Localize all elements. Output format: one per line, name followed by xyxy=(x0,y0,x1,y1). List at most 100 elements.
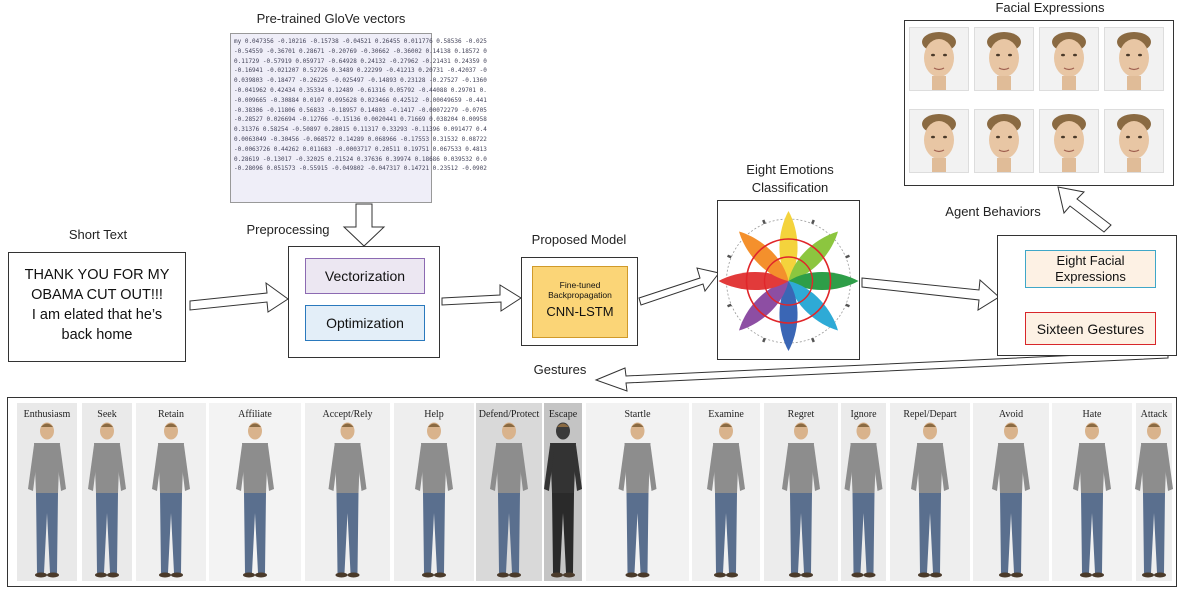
glove-vector-line: -0.28096 0.051573 -0.55915 -0.049802 -0.… xyxy=(234,165,487,173)
eight-facial-expressions-box: Eight Facial Expressions xyxy=(1025,250,1156,288)
character-figure xyxy=(1135,422,1173,578)
gesture-label: Hate xyxy=(1082,409,1102,420)
gesture-panel: Help xyxy=(394,403,474,581)
gesture-panel: Ignore xyxy=(841,403,886,581)
character-figure xyxy=(911,422,949,578)
arrow-text-to-preprocessing xyxy=(189,281,289,313)
ffe-line1: Eight Facial xyxy=(1056,253,1125,268)
gesture-label: Attack xyxy=(1140,409,1168,420)
gesture-panel: Seek xyxy=(82,403,132,581)
character-figure xyxy=(88,422,126,578)
face-thumbnail xyxy=(974,109,1034,173)
glove-vector-line: -0.54559 -0.36701 0.28671 -0.20769 -0.30… xyxy=(234,47,487,55)
character-figure xyxy=(152,422,190,578)
glove-vector-line: -0.38306 -0.11806 0.56833 -0.18957 0.148… xyxy=(234,106,487,114)
gesture-panel: Examine xyxy=(692,403,760,581)
arrow-model-to-emotions xyxy=(638,267,720,306)
gesture-panel: Repel/Depart xyxy=(890,403,970,581)
glove-vector-line: -0.16941 -0.021207 0.52726 0.3489 0.2229… xyxy=(234,67,487,75)
gesture-panel: Defend/Protect xyxy=(476,403,542,581)
gestures-strip: Enthusiasm Seek Retain Affiliate Accept/Rely… xyxy=(7,397,1177,587)
gesture-label: Escape xyxy=(548,409,578,420)
character-figure xyxy=(618,422,657,578)
gesture-label: Seek xyxy=(97,409,117,420)
gesture-label: Defend/Protect xyxy=(478,409,540,420)
wheel-petals xyxy=(718,211,859,351)
gesture-label: Ignore xyxy=(850,409,877,420)
character-figure xyxy=(1073,422,1111,578)
gesture-panel: Avoid xyxy=(973,403,1049,581)
vectorization-step: Vectorization xyxy=(305,258,425,294)
preprocessing-label: Preprocessing xyxy=(246,222,330,237)
gesture-label: Affiliate xyxy=(238,409,272,420)
short-text-box: THANK YOU FOR MY OBAMA CUT OUT!!! I am e… xyxy=(8,252,186,362)
character-figure xyxy=(992,422,1030,578)
character-figure xyxy=(782,422,820,578)
short-text-label: Short Text xyxy=(68,227,128,242)
gesture-label: Help xyxy=(424,409,444,420)
model-box: Fine-tuned Backpropagation CNN-LSTM xyxy=(521,257,638,346)
proposed-model-label: Proposed Model xyxy=(531,232,627,247)
glove-vector-line: 0.28619 -0.13017 -0.32025 0.21524 0.3763… xyxy=(234,155,487,163)
gesture-panel: Attack xyxy=(1135,403,1173,581)
gesture-panel: Retain xyxy=(136,403,206,581)
face-thumbnail xyxy=(909,27,969,91)
glove-vector-line: 0.039803 -0.18477 -0.26225 -0.025497 -0.… xyxy=(234,77,487,85)
model-name: CNN-LSTM xyxy=(546,304,614,319)
arrow-preprocessing-to-model xyxy=(441,284,522,312)
short-text-line: OBAMA CUT OUT!!! xyxy=(31,287,163,303)
character-figure xyxy=(415,422,453,578)
glove-vector-line: my 0.047356 -0.10216 -0.15738 -0.04521 0… xyxy=(234,38,487,45)
gesture-panel: Escape xyxy=(544,403,582,581)
facial-expressions-box xyxy=(904,20,1174,186)
character-figure xyxy=(544,422,582,578)
character-figure xyxy=(328,422,367,578)
face-thumbnail xyxy=(1039,109,1099,173)
glove-vector-line: 0.11729 -0.57919 0.059717 -0.64928 0.241… xyxy=(234,57,487,65)
emotion-wheel xyxy=(718,211,859,351)
glove-title: Pre-trained GloVe vectors xyxy=(256,11,406,26)
gesture-panel: Regret xyxy=(764,403,838,581)
glove-vector-panel: my 0.047356 -0.10216 -0.15738 -0.04521 0… xyxy=(230,33,487,203)
model-inner: Fine-tuned Backpropagation CNN-LSTM xyxy=(532,266,628,338)
gesture-label: Repel/Depart xyxy=(903,409,957,420)
face-thumbnail xyxy=(1104,109,1164,173)
arrow-agent-to-face xyxy=(1057,186,1112,233)
character-figure xyxy=(28,422,66,578)
gesture-panel: Startle xyxy=(586,403,689,581)
optimization-step: Optimization xyxy=(305,305,425,341)
agent-behaviors-label: Agent Behaviors xyxy=(928,204,1058,219)
ffe-line2: Expressions xyxy=(1055,269,1126,284)
arrow-glove-to-preprocessing xyxy=(342,203,386,247)
gesture-panel: Enthusiasm xyxy=(17,403,77,581)
arrow-agent-to-gestures xyxy=(594,350,1169,392)
face-thumbnail xyxy=(1104,27,1164,91)
gesture-label: Examine xyxy=(708,409,744,420)
short-text-line: back home xyxy=(61,327,133,343)
short-text-line: I am elated that he’s xyxy=(31,307,163,323)
gesture-label: Startle xyxy=(624,409,651,420)
glove-vector-line: 0.31376 0.58254 -0.50897 0.28015 0.11317… xyxy=(234,126,487,134)
face-thumbnail xyxy=(974,27,1034,91)
gesture-panel: Hate xyxy=(1052,403,1132,581)
emotions-label-line1: Eight Emotions xyxy=(746,162,834,177)
gesture-panel: Accept/Rely xyxy=(305,403,390,581)
glove-vector-line: -0.041962 0.42434 0.35334 0.12489 -0.613… xyxy=(234,86,487,94)
character-figure xyxy=(707,422,745,578)
agent-behaviors-box: Eight Facial Expressions Sixteen Gesture… xyxy=(997,235,1177,356)
emotion-wheel-box xyxy=(717,200,860,360)
gesture-label: Accept/Rely xyxy=(322,409,373,420)
preprocessing-box: Vectorization Optimization xyxy=(288,246,440,358)
gesture-panel: Affiliate xyxy=(209,403,301,581)
character-figure xyxy=(490,422,528,578)
glove-vector-line: -0.0063726 0.44262 0.011683 -0.0003717 0… xyxy=(234,145,487,153)
model-line2: Backpropagation xyxy=(548,290,612,300)
character-figure xyxy=(844,422,883,578)
short-text-line: THANK YOU FOR MY xyxy=(24,267,170,283)
arrow-emotions-to-agent xyxy=(861,277,1000,311)
sixteen-gestures-box: Sixteen Gestures xyxy=(1025,312,1156,345)
glove-vector-line: -0.28527 0.026694 -0.12766 -0.15136 0.00… xyxy=(234,116,487,124)
face-thumbnail xyxy=(909,109,969,173)
model-line1: Fine-tuned xyxy=(559,280,601,290)
face-thumbnail xyxy=(1039,27,1099,91)
